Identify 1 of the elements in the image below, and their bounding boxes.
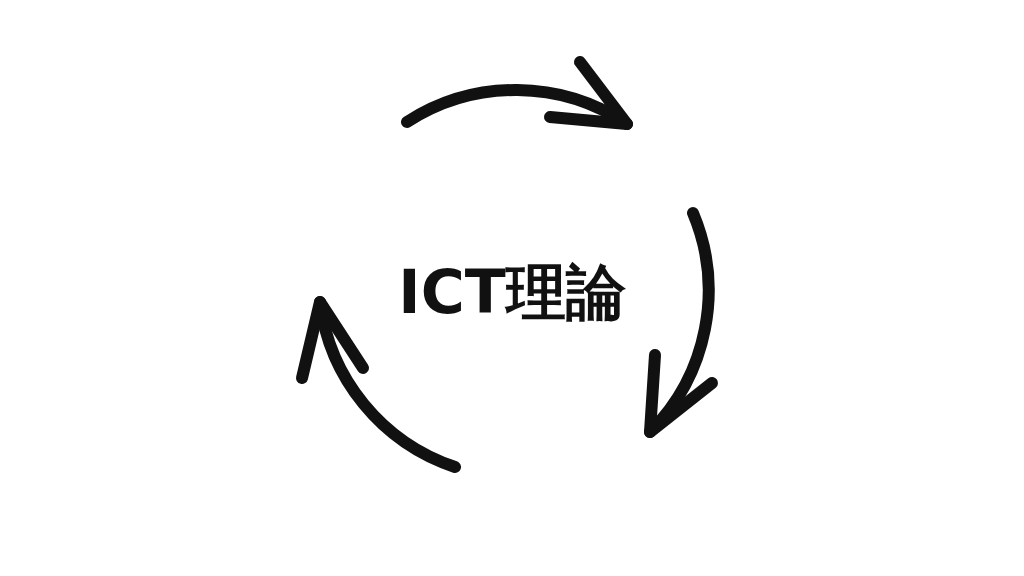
title-text: ICT理論 (398, 262, 626, 322)
